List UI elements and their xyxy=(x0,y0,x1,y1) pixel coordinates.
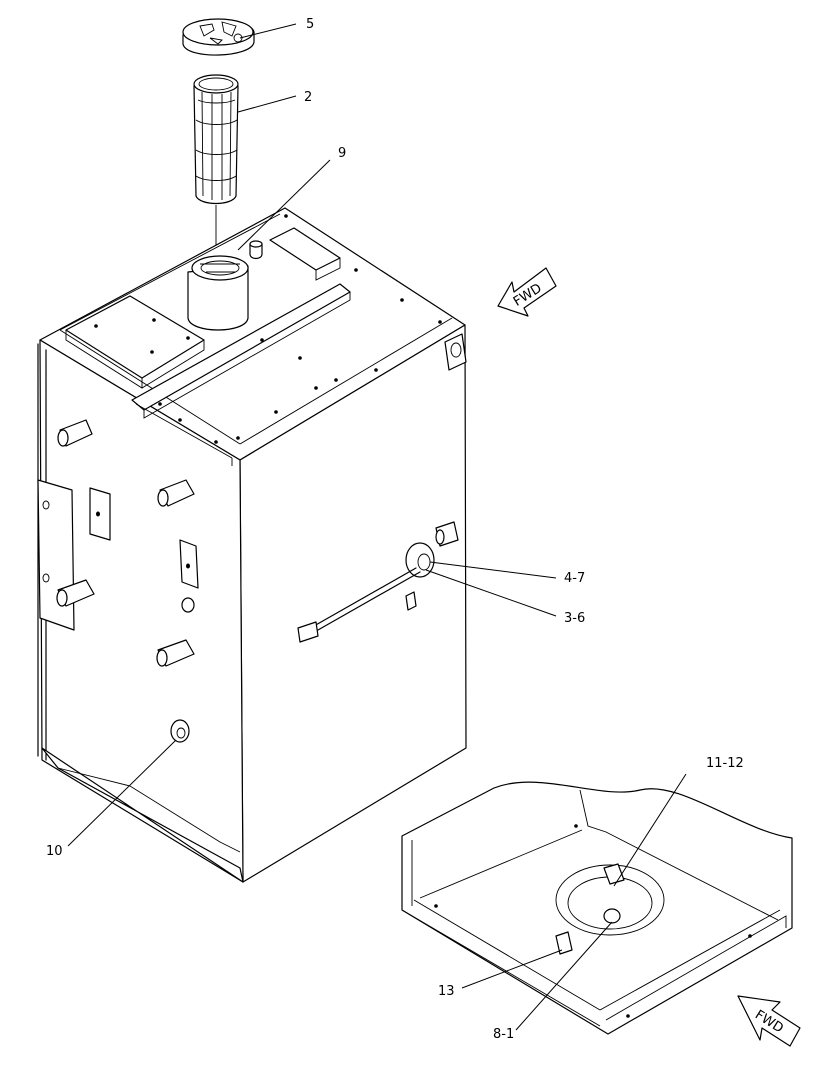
callout-11-12: 11-12 xyxy=(706,756,744,771)
callout-3-6: 3-6 xyxy=(564,611,585,626)
callout-5: 5 xyxy=(306,17,314,32)
level-sender xyxy=(297,542,435,643)
callout-4-7: 4-7 xyxy=(564,571,585,586)
filler-strainer xyxy=(193,74,239,205)
callout-9: 9 xyxy=(338,146,346,161)
fwd-arrow-top: FWD xyxy=(497,267,557,317)
callouts: 5 2 9 4-7 3-6 10 11-12 13 8-1 xyxy=(46,17,744,1042)
callout-2: 2 xyxy=(304,90,312,105)
filler-cap xyxy=(182,18,255,56)
fwd-arrow-bottom: FWD xyxy=(737,995,801,1047)
hydraulic-tank xyxy=(37,207,467,883)
callout-10: 10 xyxy=(46,844,63,859)
drain-boss xyxy=(170,719,190,743)
callout-8-1: 8-1 xyxy=(493,1027,514,1042)
top-bolts xyxy=(94,214,442,444)
callout-13: 13 xyxy=(438,984,455,999)
tank-bottom-detail xyxy=(401,781,793,1035)
mounting-studs xyxy=(56,419,459,667)
